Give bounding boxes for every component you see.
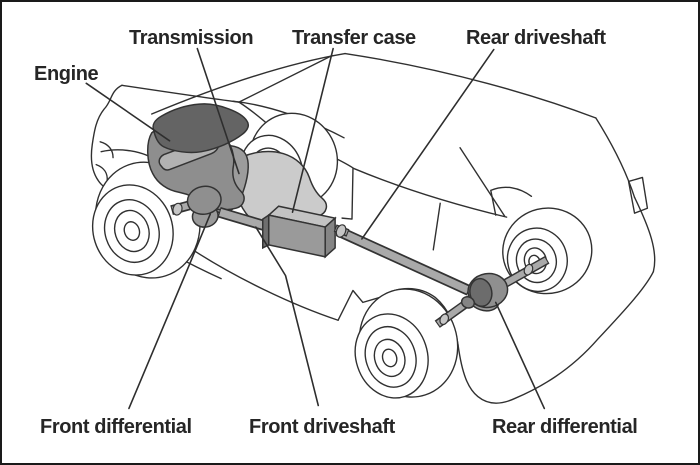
roof-line [344,52,597,119]
transfer-case-shape [262,205,350,259]
label-front-differential: Front differential [40,416,192,438]
label-transmission: Transmission [129,27,254,49]
leader-rear-driveshaft [361,48,495,240]
label-front-driveshaft: Front driveshaft [249,416,395,438]
d-pillar [595,117,636,198]
leader-transmission [196,47,240,175]
cv-joint [523,263,534,276]
front-differential-shape [186,185,222,228]
wheel-rear-right [502,207,593,295]
hub [123,221,141,241]
rear-hatch-lines [627,176,649,214]
rear-lower-body [457,270,655,404]
wheel-rear-left [354,288,459,399]
rear-differential-shape [460,272,509,312]
leader-front-driveshaft [255,226,320,407]
a-pillar [238,54,333,103]
hood-edge [121,84,240,103]
engine-cover [152,103,249,154]
leader-engine [85,82,171,142]
rear-edge [633,196,656,273]
c-pillar-line [459,147,506,217]
hub [381,348,398,368]
rear-axle-right [497,255,550,291]
label-rear-driveshaft: Rear driveshaft [466,27,606,49]
front-fascia [90,84,123,192]
rocker-panel [193,250,339,321]
cv-joint [439,313,450,326]
cv-joint [172,202,183,216]
rear-right-arch [490,186,533,216]
windshield-line [151,52,346,115]
door-seam [341,167,354,220]
leader-lines [85,47,546,410]
leader-front-differential [128,213,212,410]
label-transfer-case: Transfer case [292,27,416,49]
rear-driveshaft-shape [335,226,472,296]
output-joint [335,224,347,238]
leader-transfer-case [291,47,334,213]
leader-rear-differential [494,301,546,410]
label-engine: Engine [34,63,99,85]
b-pillar-seam [432,202,441,251]
drivetrain [147,103,550,328]
label-rear-differential: Rear differential [492,416,638,438]
